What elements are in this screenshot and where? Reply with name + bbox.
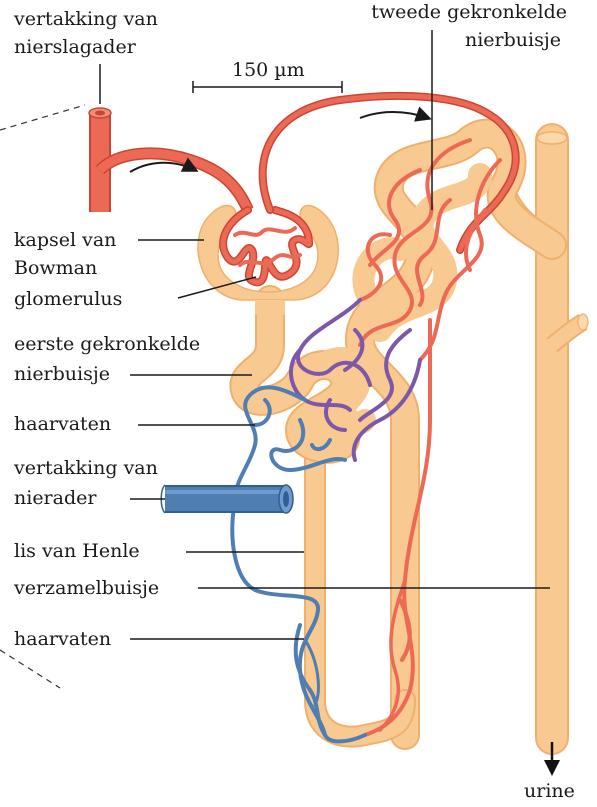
label-renal-artery-branch-1: vertakking van xyxy=(14,7,158,31)
proximal-convoluted-tubule xyxy=(244,300,365,449)
label-scale: 150 µm xyxy=(232,58,305,82)
label-collecting-duct: verzamelbuisje xyxy=(14,576,159,600)
label-glomerulus: glomerulus xyxy=(14,287,122,311)
label-loop-of-henle: lis van Henle xyxy=(14,539,140,563)
label-renal-vein-branch-1: vertakking van xyxy=(14,456,158,480)
label-distal-tubule-2: nierbuisje xyxy=(465,28,561,52)
label-proximal-2: nierbuisje xyxy=(14,362,110,386)
label-capillaries-top: haarvaten xyxy=(14,412,111,436)
zoom-line-top xyxy=(0,105,85,130)
label-bowman-2: Bowman xyxy=(14,256,97,280)
glomerulus xyxy=(223,210,309,282)
renal-vein-branch xyxy=(161,485,293,513)
label-urine: urine xyxy=(524,779,575,803)
distal-convoluted-tubule xyxy=(360,134,552,735)
renal-artery-branch xyxy=(89,108,248,212)
label-distal-tubule-1: tweede gekronkelde xyxy=(371,0,567,24)
zoom-line-bottom xyxy=(0,650,60,688)
scale-bar xyxy=(193,81,342,93)
label-bowman-1: kapsel van xyxy=(14,228,116,252)
label-renal-vein-branch-2: nierader xyxy=(14,486,96,510)
flow-arrow-efferent xyxy=(360,112,428,118)
label-capillaries-bottom: haarvaten xyxy=(14,627,111,651)
label-proximal-1: eerste gekronkelde xyxy=(14,332,200,356)
label-renal-artery-branch-2: nierslagader xyxy=(14,35,136,59)
